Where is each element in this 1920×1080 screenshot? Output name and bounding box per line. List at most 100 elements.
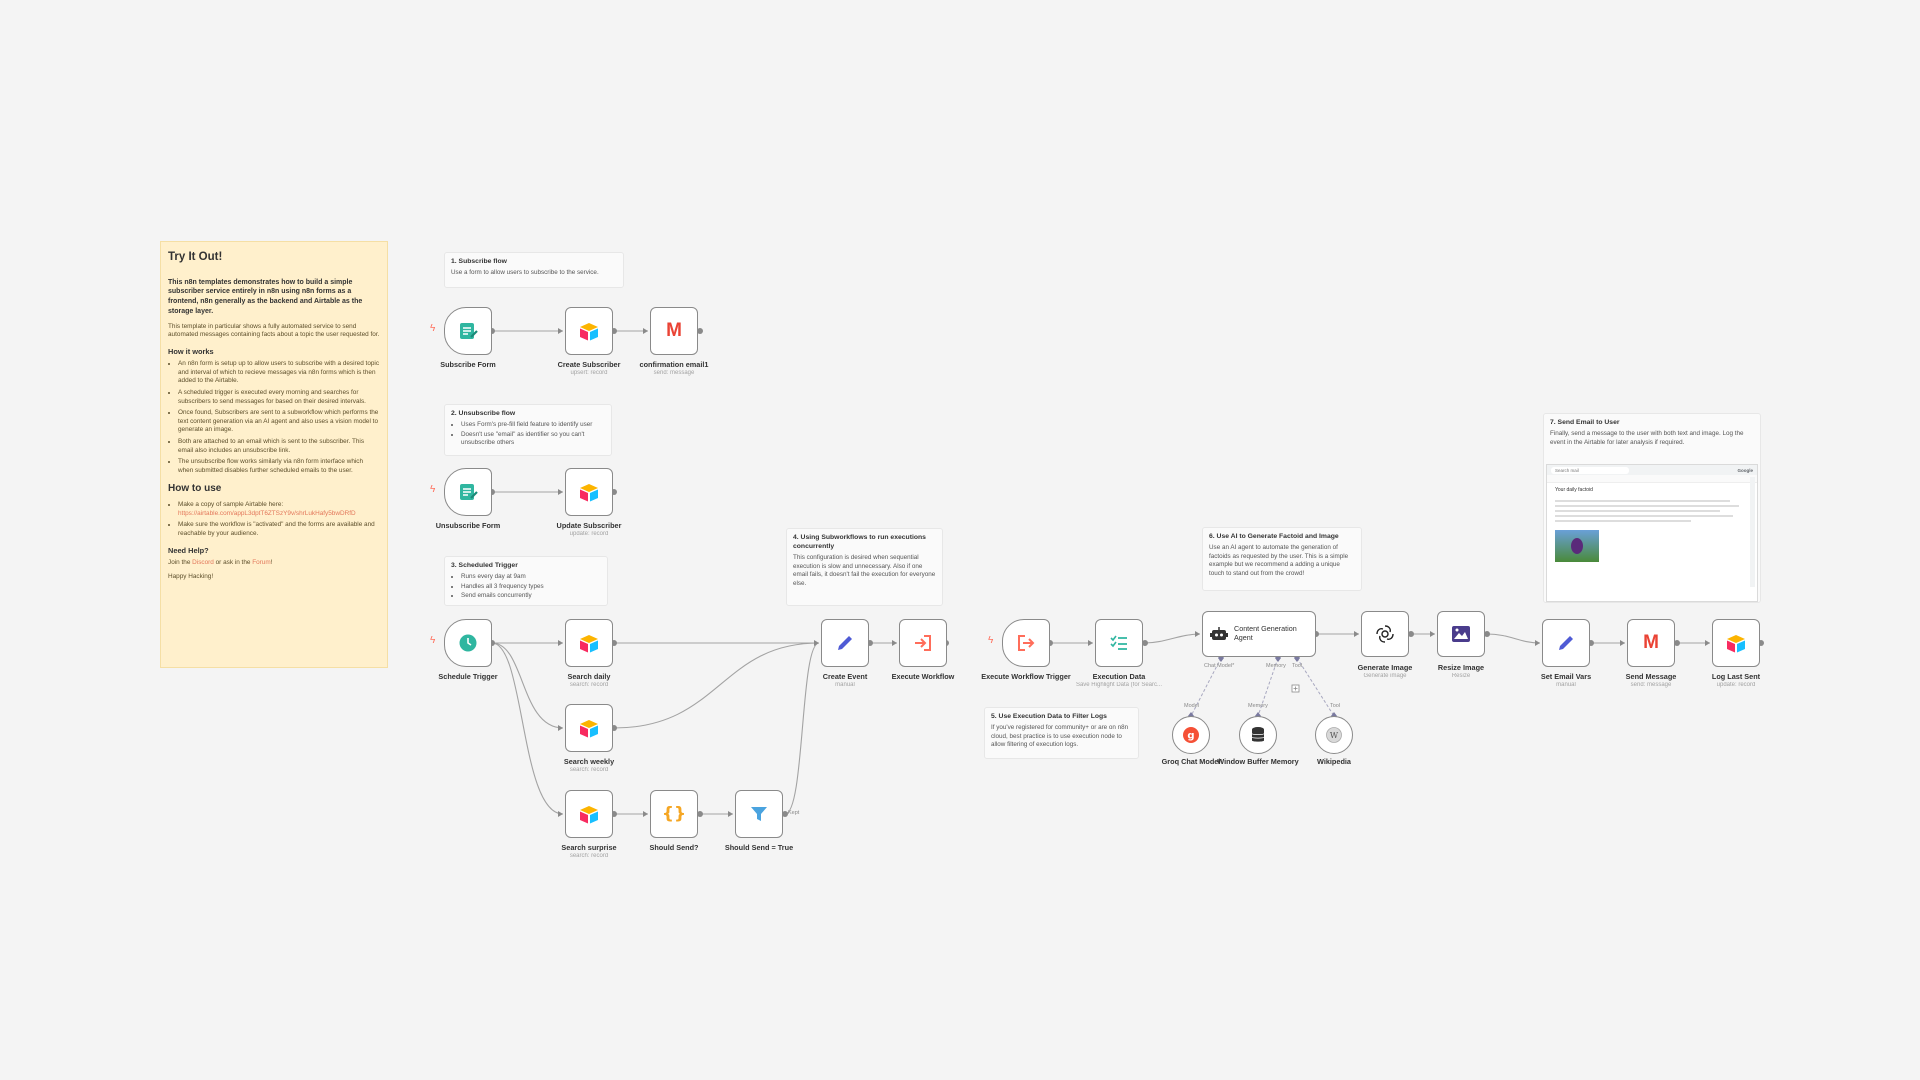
node-update-subscriber[interactable] — [565, 468, 613, 516]
node-confirmation-email[interactable]: M — [650, 307, 698, 355]
email-preview-subject: Your daily factoid — [1555, 487, 1593, 493]
node-log-last-sent[interactable] — [1712, 619, 1760, 667]
node-label: Search daily — [567, 672, 611, 681]
forum-link[interactable]: Forum — [252, 558, 271, 566]
email-preview-photo — [1555, 530, 1599, 562]
node-generate-image[interactable] — [1361, 611, 1409, 657]
list-item: Uses Form's pre-fill field feature to id… — [461, 421, 605, 430]
port-label: Model — [1184, 703, 1199, 709]
sticky-title: Try It Out! — [168, 251, 223, 263]
node-execute-workflow-trigger[interactable] — [1002, 619, 1050, 667]
list-item: Send emails concurrently — [461, 592, 601, 601]
node-label: Log Last Sent — [1711, 672, 1761, 681]
node-window-buffer-memory[interactable] — [1239, 716, 1277, 754]
clock-icon — [458, 633, 478, 653]
email-preview-search: Search mail — [1551, 466, 1629, 474]
how-it-works-heading: How it works — [168, 346, 214, 356]
pen-icon — [835, 633, 855, 653]
node-execute-workflow[interactable] — [899, 619, 947, 667]
list-item: Once found, Subscribers are sent to a su… — [178, 409, 380, 435]
node-label: Execute Workflow Trigger — [981, 672, 1071, 681]
node-subscribe-form[interactable] — [444, 307, 492, 355]
node-set-email-vars[interactable] — [1542, 619, 1590, 667]
list-item: An n8n form is setup up to allow users t… — [178, 360, 380, 386]
list-item: Doesn't use "email" as identifier so you… — [461, 431, 605, 448]
edge-memory-agent — [1257, 657, 1279, 717]
node-execution-data[interactable] — [1095, 619, 1143, 667]
node-label: confirmation email1 — [639, 360, 709, 369]
discord-link[interactable]: Discord — [192, 558, 214, 566]
node-label: Content Generation Agent — [1234, 624, 1297, 642]
trigger-bolt-icon: ϟ — [988, 635, 994, 646]
help-text-part: ! — [270, 558, 273, 566]
email-preview-toolbar: Search mail Google — [1547, 465, 1757, 475]
list-item: A scheduled trigger is executed every mo… — [178, 389, 380, 406]
node-label: Groq Chat Model — [1161, 757, 1221, 766]
node-label: Should Send = True — [724, 843, 794, 852]
note-subscribe-flow[interactable]: 1. Subscribe flow Use a form to allow us… — [444, 252, 624, 288]
form-icon — [457, 320, 479, 342]
how-it-works-list: An n8n form is setup up to allow users t… — [168, 360, 380, 476]
edge-groq-agent — [1190, 657, 1222, 717]
node-label: Execute Workflow — [891, 672, 955, 681]
node-search-weekly[interactable] — [565, 704, 613, 752]
port-label: Tool — [1292, 663, 1303, 669]
node-subtitle: search: record — [569, 767, 609, 773]
node-unsubscribe-form[interactable] — [444, 468, 492, 516]
image-icon — [1451, 625, 1471, 643]
edge-wiki-agent — [1296, 657, 1335, 717]
svg-text:g: g — [1187, 731, 1194, 742]
airtable-icon — [578, 482, 600, 502]
node-schedule-trigger[interactable] — [444, 619, 492, 667]
airtable-icon — [578, 633, 600, 653]
node-send-message[interactable]: M — [1627, 619, 1675, 667]
node-content-generation-agent[interactable]: Content Generation Agent — [1202, 611, 1316, 657]
list-item: Both are attached to an email which is s… — [178, 438, 380, 455]
node-label: Search surprise — [561, 843, 617, 852]
port-label: Kept — [788, 810, 800, 816]
node-search-surprise[interactable] — [565, 790, 613, 838]
port-label: Memory — [1248, 703, 1268, 709]
email-preview-brand: Google — [1737, 467, 1754, 473]
sticky-note-try-it-out[interactable]: Try It Out! This n8n templates demonstra… — [160, 241, 388, 668]
note-ai-generation[interactable]: 6. Use AI to Generate Factoid and Image … — [1202, 527, 1362, 591]
sticky-description: This template in particular shows a full… — [168, 322, 380, 339]
airtable-icon — [578, 718, 600, 738]
node-should-send-true[interactable] — [735, 790, 783, 838]
note-title: 5. Use Execution Data to Filter Logs — [991, 713, 1107, 720]
edge-schedule-surprise — [491, 642, 564, 815]
node-subtitle: upsert: record — [570, 370, 608, 376]
node-wikipedia[interactable]: W — [1315, 716, 1353, 754]
airtable-link[interactable]: https://airtable.com/appL3dptT6ZTSzY9v/s… — [178, 509, 356, 517]
gmail-icon: M — [1643, 632, 1659, 653]
checklist-icon — [1109, 633, 1129, 653]
node-label: Create Event — [822, 672, 868, 681]
node-label: Resize Image — [1437, 663, 1485, 672]
note-title: 1. Subscribe flow — [451, 258, 507, 265]
note-unsubscribe-flow[interactable]: 2. Unsubscribe flow Uses Form's pre-fill… — [444, 404, 612, 456]
node-create-event[interactable] — [821, 619, 869, 667]
note-scheduled-trigger[interactable]: 3. Scheduled Trigger Runs every day at 9… — [444, 556, 608, 606]
node-subtitle: search: record — [569, 853, 609, 859]
note-subworkflows[interactable]: 4. Using Subworkflows to run executions … — [786, 528, 943, 606]
node-should-send[interactable]: {} — [650, 790, 698, 838]
help-text-part: Join the — [168, 558, 193, 566]
node-resize-image[interactable] — [1437, 611, 1485, 657]
node-label: Update Subscriber — [556, 521, 622, 530]
airtable-icon — [578, 321, 600, 341]
port-label: Memory — [1266, 663, 1286, 669]
node-label: Set Email Vars — [1540, 672, 1592, 681]
note-body: Use a form to allow users to subscribe t… — [451, 269, 599, 277]
node-subtitle: update: record — [569, 531, 609, 537]
node-groq-chat-model[interactable]: g — [1172, 716, 1210, 754]
email-preview-image: Search mail Google Your daily factoid — [1546, 464, 1758, 602]
note-execution-data[interactable]: 5. Use Execution Data to Filter Logs If … — [984, 707, 1139, 759]
note-body: Finally, send a message to the user with… — [1550, 430, 1744, 446]
port-label: Tool — [1330, 703, 1341, 709]
list-item: Handles all 3 frequency types — [461, 583, 601, 592]
groq-icon: g — [1182, 726, 1200, 744]
need-help-heading: Need Help? — [168, 545, 209, 555]
node-search-daily[interactable] — [565, 619, 613, 667]
node-create-subscriber[interactable] — [565, 307, 613, 355]
